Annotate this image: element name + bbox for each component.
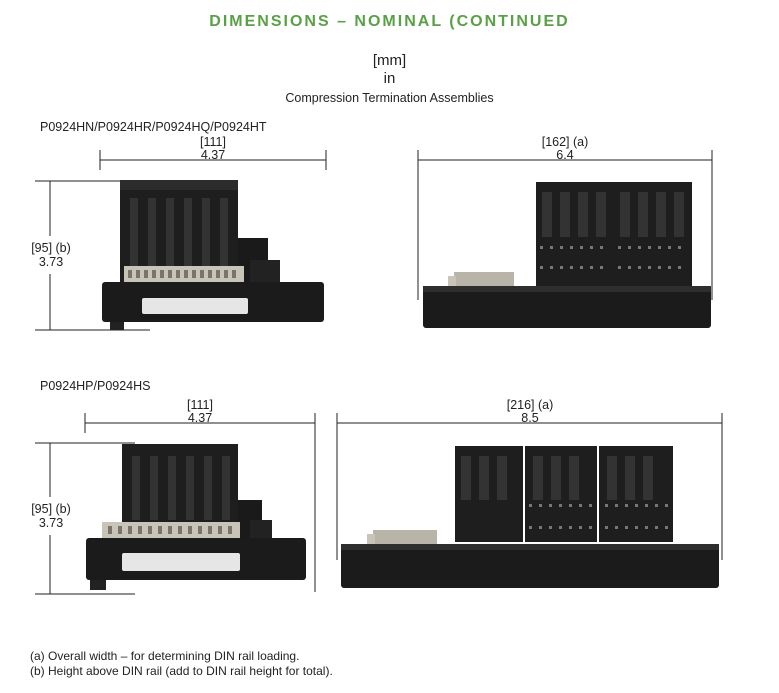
assembly-front-view-image-2 xyxy=(341,446,719,588)
group-1-height-label: [95] (b) 3.73 xyxy=(16,241,86,269)
page-title: DIMENSIONS – NOMINAL (CONTINUED xyxy=(209,13,570,30)
assembly-side-view-image-1 xyxy=(102,180,324,330)
footnote-b: (b) Height above DIN rail (add to DIN ra… xyxy=(30,664,333,678)
group-2-front-width-label: [216] (a) 8.5 xyxy=(506,398,554,425)
subtitle: Compression Termination Assemblies xyxy=(285,91,494,105)
group-1-label: P0924HN/P0924HR/P0924HQ/P0924HT xyxy=(40,120,267,134)
group-2-height-label: [95] (b) 3.73 xyxy=(16,502,86,530)
unit-mm-label: [mm] xyxy=(372,52,407,69)
group-2-side-width-label: [111] 4.37 xyxy=(187,398,213,425)
group-1-front-width-label: [162] (a) 6.4 xyxy=(541,135,589,162)
unit-in-label: in xyxy=(383,70,396,87)
footnote-a: (a) Overall width – for determining DIN … xyxy=(30,649,300,663)
assembly-side-view-image-2 xyxy=(86,444,306,590)
assembly-front-view-image-1 xyxy=(423,182,711,328)
group-2-label: P0924HP/P0924HS xyxy=(40,379,151,393)
group-1-side-width-label: [111] 4.37 xyxy=(200,135,226,162)
